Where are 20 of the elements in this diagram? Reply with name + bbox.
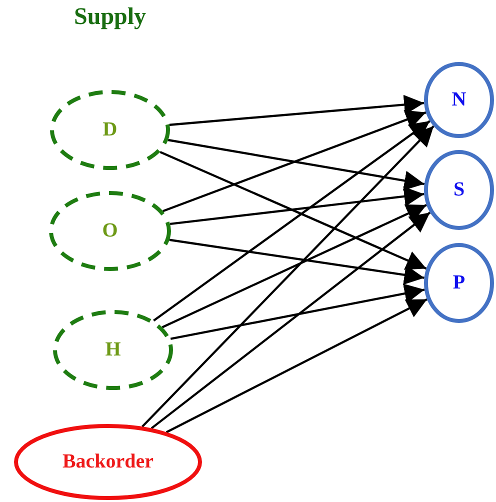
arrow [170, 186, 424, 226]
arrow [166, 298, 428, 434]
arrow [160, 150, 427, 270]
node-label: N [450, 88, 468, 112]
arrow [162, 204, 428, 328]
node-label: P [452, 272, 466, 294]
arrow [169, 238, 424, 285]
node-label: Backorder [61, 450, 155, 474]
arrow [142, 125, 434, 428]
arrow [169, 94, 424, 126]
arrow [150, 212, 431, 430]
arrow [170, 284, 425, 340]
arrow [162, 110, 426, 212]
title: Supply [74, 4, 146, 31]
node-label: H [104, 338, 122, 362]
arrow [153, 120, 430, 322]
arrow [168, 138, 425, 191]
node-label: D [102, 118, 118, 142]
node-label: S [452, 178, 466, 202]
node-label: O [101, 220, 119, 242]
